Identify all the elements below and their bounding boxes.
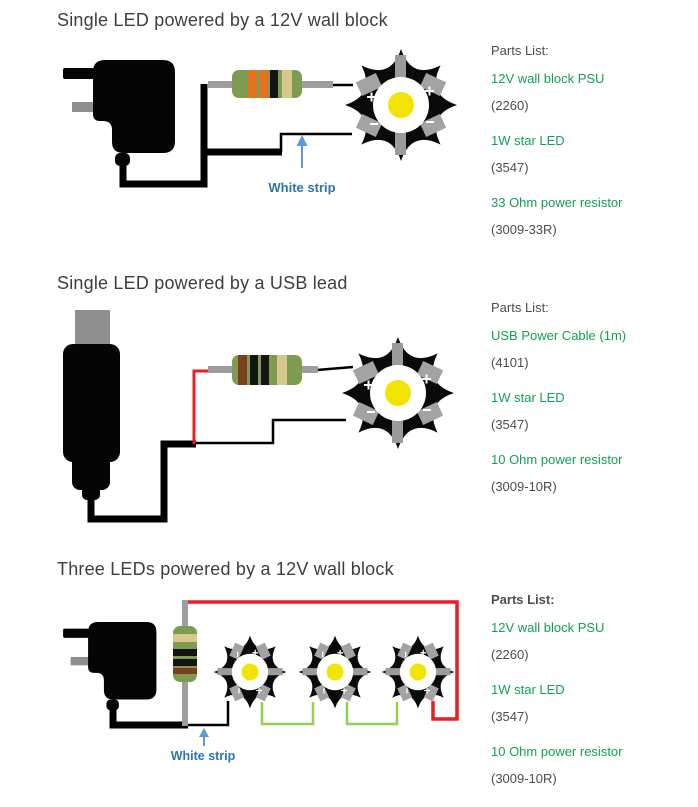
part-code: (3009-10R) xyxy=(491,771,557,786)
part-link[interactable]: 10 Ohm power resistor xyxy=(491,744,623,759)
section1-title: Single LED powered by a 12V wall block xyxy=(57,10,388,30)
parts-list-header: Parts List: xyxy=(491,592,555,607)
star-led-graphic xyxy=(212,634,288,710)
parts-list-header: Parts List: xyxy=(491,300,549,315)
parts-group: 12V wall block PSU (2260) xyxy=(491,72,686,113)
white-strip-label: White strip xyxy=(268,180,335,195)
white-strip-arrowhead-icon xyxy=(296,135,308,146)
parts-group: 12V wall block PSU (2260) xyxy=(491,621,686,662)
part-code: (2260) xyxy=(491,98,529,113)
white-strip-annotation: White strip xyxy=(171,728,236,763)
resistor-10ohm-graphic xyxy=(208,355,318,385)
parts-list-3: Parts List: 12V wall block PSU (2260) 1W… xyxy=(491,593,686,807)
wire-black xyxy=(119,83,353,188)
parts-group: 10 Ohm power resistor (3009-10R) xyxy=(491,453,686,494)
part-link[interactable]: 1W star LED xyxy=(491,390,565,405)
parts-group: 33 Ohm power resistor (3009-33R) xyxy=(491,196,686,237)
parts-list-1: Parts List: 12V wall block PSU (2260) 1W… xyxy=(491,44,686,258)
white-strip-label: White strip xyxy=(171,749,236,763)
part-link[interactable]: 10 Ohm power resistor xyxy=(491,452,623,467)
parts-group: 10 Ohm power resistor (3009-10R) xyxy=(491,745,686,786)
part-code: (3009-33R) xyxy=(491,222,557,237)
wall-psu-graphic xyxy=(63,622,157,711)
parts-group: 1W star LED (3547) xyxy=(491,391,686,432)
resistor-10ohm-vertical-graphic xyxy=(173,600,197,726)
part-code: (3547) xyxy=(491,709,529,724)
parts-group: 1W star LED (3547) xyxy=(491,134,686,175)
part-code: (3009-10R) xyxy=(491,479,557,494)
wire-black xyxy=(87,365,354,523)
wire-red xyxy=(192,369,209,444)
wire-green xyxy=(260,702,399,726)
section2-title: Single LED powered by a USB lead xyxy=(57,273,348,293)
part-link[interactable]: 12V wall block PSU xyxy=(491,71,605,86)
part-link[interactable]: 1W star LED xyxy=(491,682,565,697)
diagram-single-led-usb xyxy=(63,310,455,523)
star-led-graphic xyxy=(344,48,458,162)
diagram-single-led-12v: White strip xyxy=(63,48,458,195)
star-led-graphic xyxy=(341,336,455,450)
usb-plug-graphic xyxy=(63,310,120,500)
wall-psu-graphic xyxy=(63,60,175,166)
part-link[interactable]: 12V wall block PSU xyxy=(491,620,605,635)
white-strip-annotation: White strip xyxy=(268,135,336,195)
parts-list-header: Parts List: xyxy=(491,43,549,58)
resistor-33ohm-graphic xyxy=(208,70,333,98)
star-led-graphic xyxy=(380,634,456,710)
diagram-three-leds-12v: White strip xyxy=(63,600,459,763)
part-code: (3547) xyxy=(491,160,529,175)
wire-black xyxy=(109,701,230,729)
part-code: (2260) xyxy=(491,647,529,662)
part-link[interactable]: USB Power Cable (1m) xyxy=(491,328,627,343)
part-link[interactable]: 33 Ohm power resistor xyxy=(491,195,623,210)
star-led-graphic xyxy=(297,634,373,710)
wire-red xyxy=(186,600,459,721)
parts-group: USB Power Cable (1m) (4101) xyxy=(491,329,686,370)
parts-group: 1W star LED (3547) xyxy=(491,683,686,724)
white-strip-arrowhead-icon xyxy=(199,728,209,737)
section3-title: Three LEDs powered by a 12V wall block xyxy=(57,559,394,579)
part-code: (3547) xyxy=(491,417,529,432)
part-code: (4101) xyxy=(491,355,529,370)
part-link[interactable]: 1W star LED xyxy=(491,133,565,148)
parts-list-2: Parts List: USB Power Cable (1m) (4101) … xyxy=(491,301,686,515)
